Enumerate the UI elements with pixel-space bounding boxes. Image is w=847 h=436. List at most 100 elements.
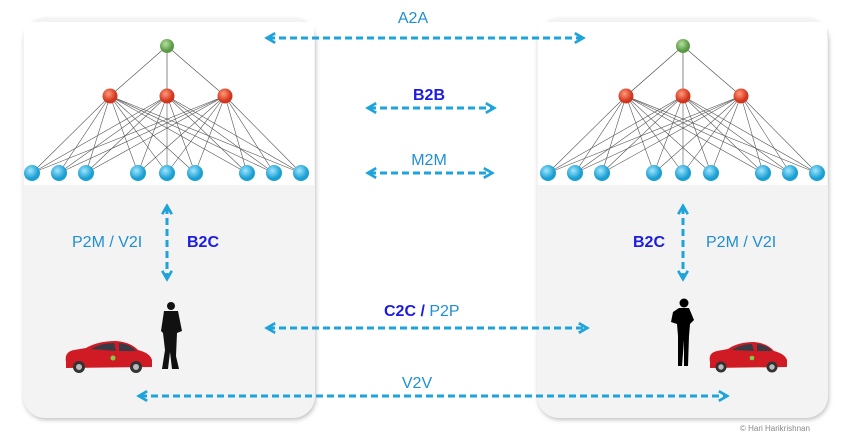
input-node [782,165,798,181]
right-person-silhouette [671,298,694,366]
output-node [676,39,690,53]
m2m-label: M2M [411,152,447,169]
c2c-label: C2C [384,303,416,320]
network-edge [547,95,627,174]
input-node [755,165,771,181]
hidden-node [102,88,118,104]
network-edge [109,95,196,174]
input-node [675,165,691,181]
output-node [160,39,174,53]
network-edge [682,95,818,174]
network-edge [194,95,226,174]
network-edge [547,95,684,174]
network-edge [740,95,764,174]
input-node [594,165,610,181]
network-edge [601,95,684,174]
network-edge [109,95,302,174]
right-car-image [709,342,787,373]
input-node [187,165,203,181]
network-edge [109,95,275,174]
network-edge [601,95,627,174]
network-edge [31,95,168,174]
input-node [78,165,94,181]
right-p2m-v2i-label: P2M / V2I [706,234,776,251]
network-edge [31,95,226,174]
network-edge [85,95,168,174]
network-edge [58,95,226,174]
network-edge [740,95,818,174]
network-edge [58,95,168,174]
network-edge [547,95,742,174]
network-edge [625,95,818,174]
network-edge [224,95,302,174]
network-edge [166,95,275,174]
network-edge [109,45,168,97]
network-edge [682,95,791,174]
a2a-label: A2A [398,10,429,27]
network-edge [710,95,742,174]
network-edge [574,95,742,174]
input-node [809,165,825,181]
c2c-separator: / [416,303,429,320]
input-node [293,165,309,181]
network-edge [166,95,226,174]
network-edge [224,95,248,174]
input-node [567,165,583,181]
network-edge [682,45,742,97]
input-node [51,165,67,181]
hidden-node [618,88,634,104]
network-edge [224,95,275,174]
hidden-node [675,88,691,104]
input-node [646,165,662,181]
network-edge [58,95,111,174]
network-edge [166,95,196,174]
left-car-image [65,341,152,373]
network-edge [109,95,168,174]
left-b2c-label: B2C [187,234,219,251]
network-edge [85,95,111,174]
network-edge [166,95,302,174]
hidden-node [217,88,233,104]
input-node [24,165,40,181]
network-edge [574,95,684,174]
network-edge [601,95,742,174]
input-node [266,165,282,181]
network-edge [682,95,764,174]
input-node [130,165,146,181]
network-edge [137,95,226,174]
network-edge [625,95,791,174]
network-edge [85,95,226,174]
network-edge [625,45,684,97]
hidden-node [159,88,175,104]
right-b2c-label: B2C [633,234,665,251]
network-edge [109,95,248,174]
network-edge [625,95,764,174]
network-edge [109,95,139,174]
left-p2m-v2i-label: P2M / V2I [72,234,142,251]
network-edge [682,95,712,174]
copyright: © Hari Harikrishnan [740,424,810,433]
p2p-label: P2P [429,303,459,320]
network-edge [166,45,226,97]
left-neural-network [24,39,309,181]
v2v-label: V2V [402,375,433,392]
network-edge [625,95,655,174]
network-edge [625,95,684,174]
network-edge [653,95,742,174]
network-edge [31,95,111,174]
input-node [703,165,719,181]
network-edge [574,95,627,174]
input-node [239,165,255,181]
right-neural-network [540,39,825,181]
input-node [159,165,175,181]
network-edge [740,95,791,174]
left-person-silhouette [161,302,182,369]
network-edge [166,95,248,174]
b2b-label: B2B [413,87,445,104]
hidden-node [733,88,749,104]
network-edge [682,95,742,174]
c2c-p2p-label: C2C / P2P [384,303,460,320]
input-node [540,165,556,181]
network-edge [625,95,712,174]
